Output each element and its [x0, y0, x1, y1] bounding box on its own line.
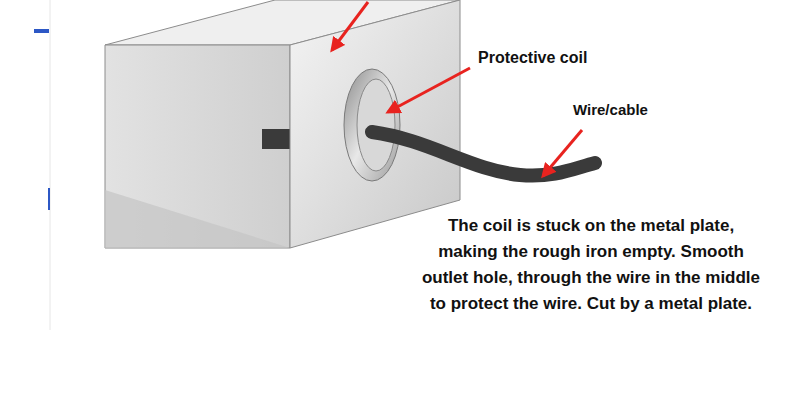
metal-plate — [290, 0, 460, 248]
leader-arrow — [388, 68, 470, 112]
blue-mark — [48, 188, 50, 210]
side-shadow — [105, 190, 290, 248]
coil-inner — [357, 79, 395, 171]
leader-arrow — [543, 130, 582, 176]
leader-arrow — [332, 2, 368, 50]
page-rule — [50, 0, 51, 330]
part-label: Wire/cable — [573, 101, 648, 118]
note-text: The coil is stuck on the metal plate, ma… — [416, 213, 766, 317]
side-face — [105, 45, 290, 248]
wire-slot — [262, 129, 290, 149]
blue-mark — [34, 29, 49, 33]
part-label: Protective coil — [478, 49, 587, 67]
